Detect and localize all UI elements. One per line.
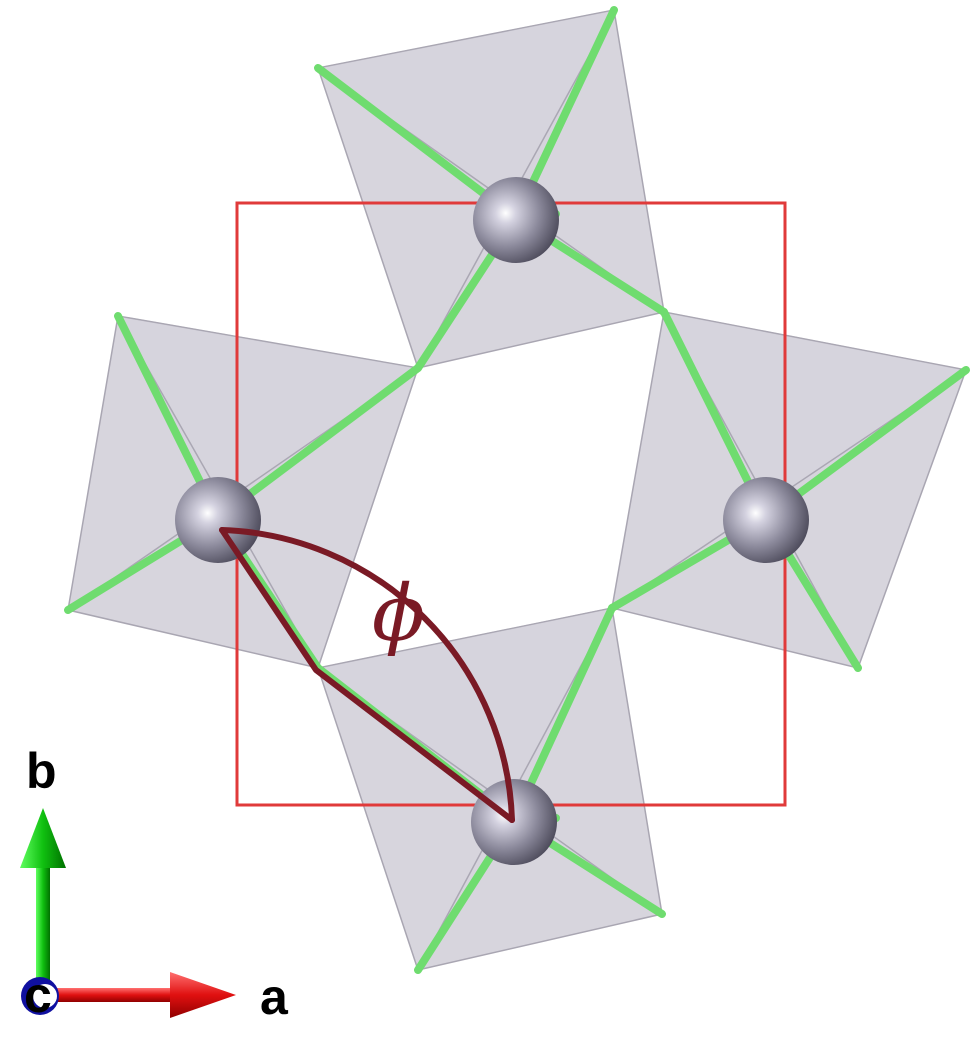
axes-indicator: c b a bbox=[20, 743, 289, 1025]
angle-path bbox=[219, 527, 515, 823]
axis-b-shaft bbox=[36, 860, 50, 990]
angle-marker bbox=[219, 527, 515, 823]
axis-c-dot-highlight bbox=[33, 984, 57, 1008]
angle-phi-label: ϕ bbox=[372, 569, 425, 659]
axis-c-label: c bbox=[24, 967, 52, 1023]
axis-b-label: b bbox=[26, 743, 57, 799]
axis-a-shaft bbox=[40, 988, 176, 1002]
metal-atom-right bbox=[723, 477, 809, 563]
metal-atom-left bbox=[175, 477, 261, 563]
axis-a-label: a bbox=[260, 969, 289, 1025]
angle-arc bbox=[219, 527, 515, 823]
axis-a-arrowhead bbox=[170, 972, 236, 1018]
metal-atom-top bbox=[473, 177, 559, 263]
axis-b-arrowhead bbox=[20, 808, 66, 868]
